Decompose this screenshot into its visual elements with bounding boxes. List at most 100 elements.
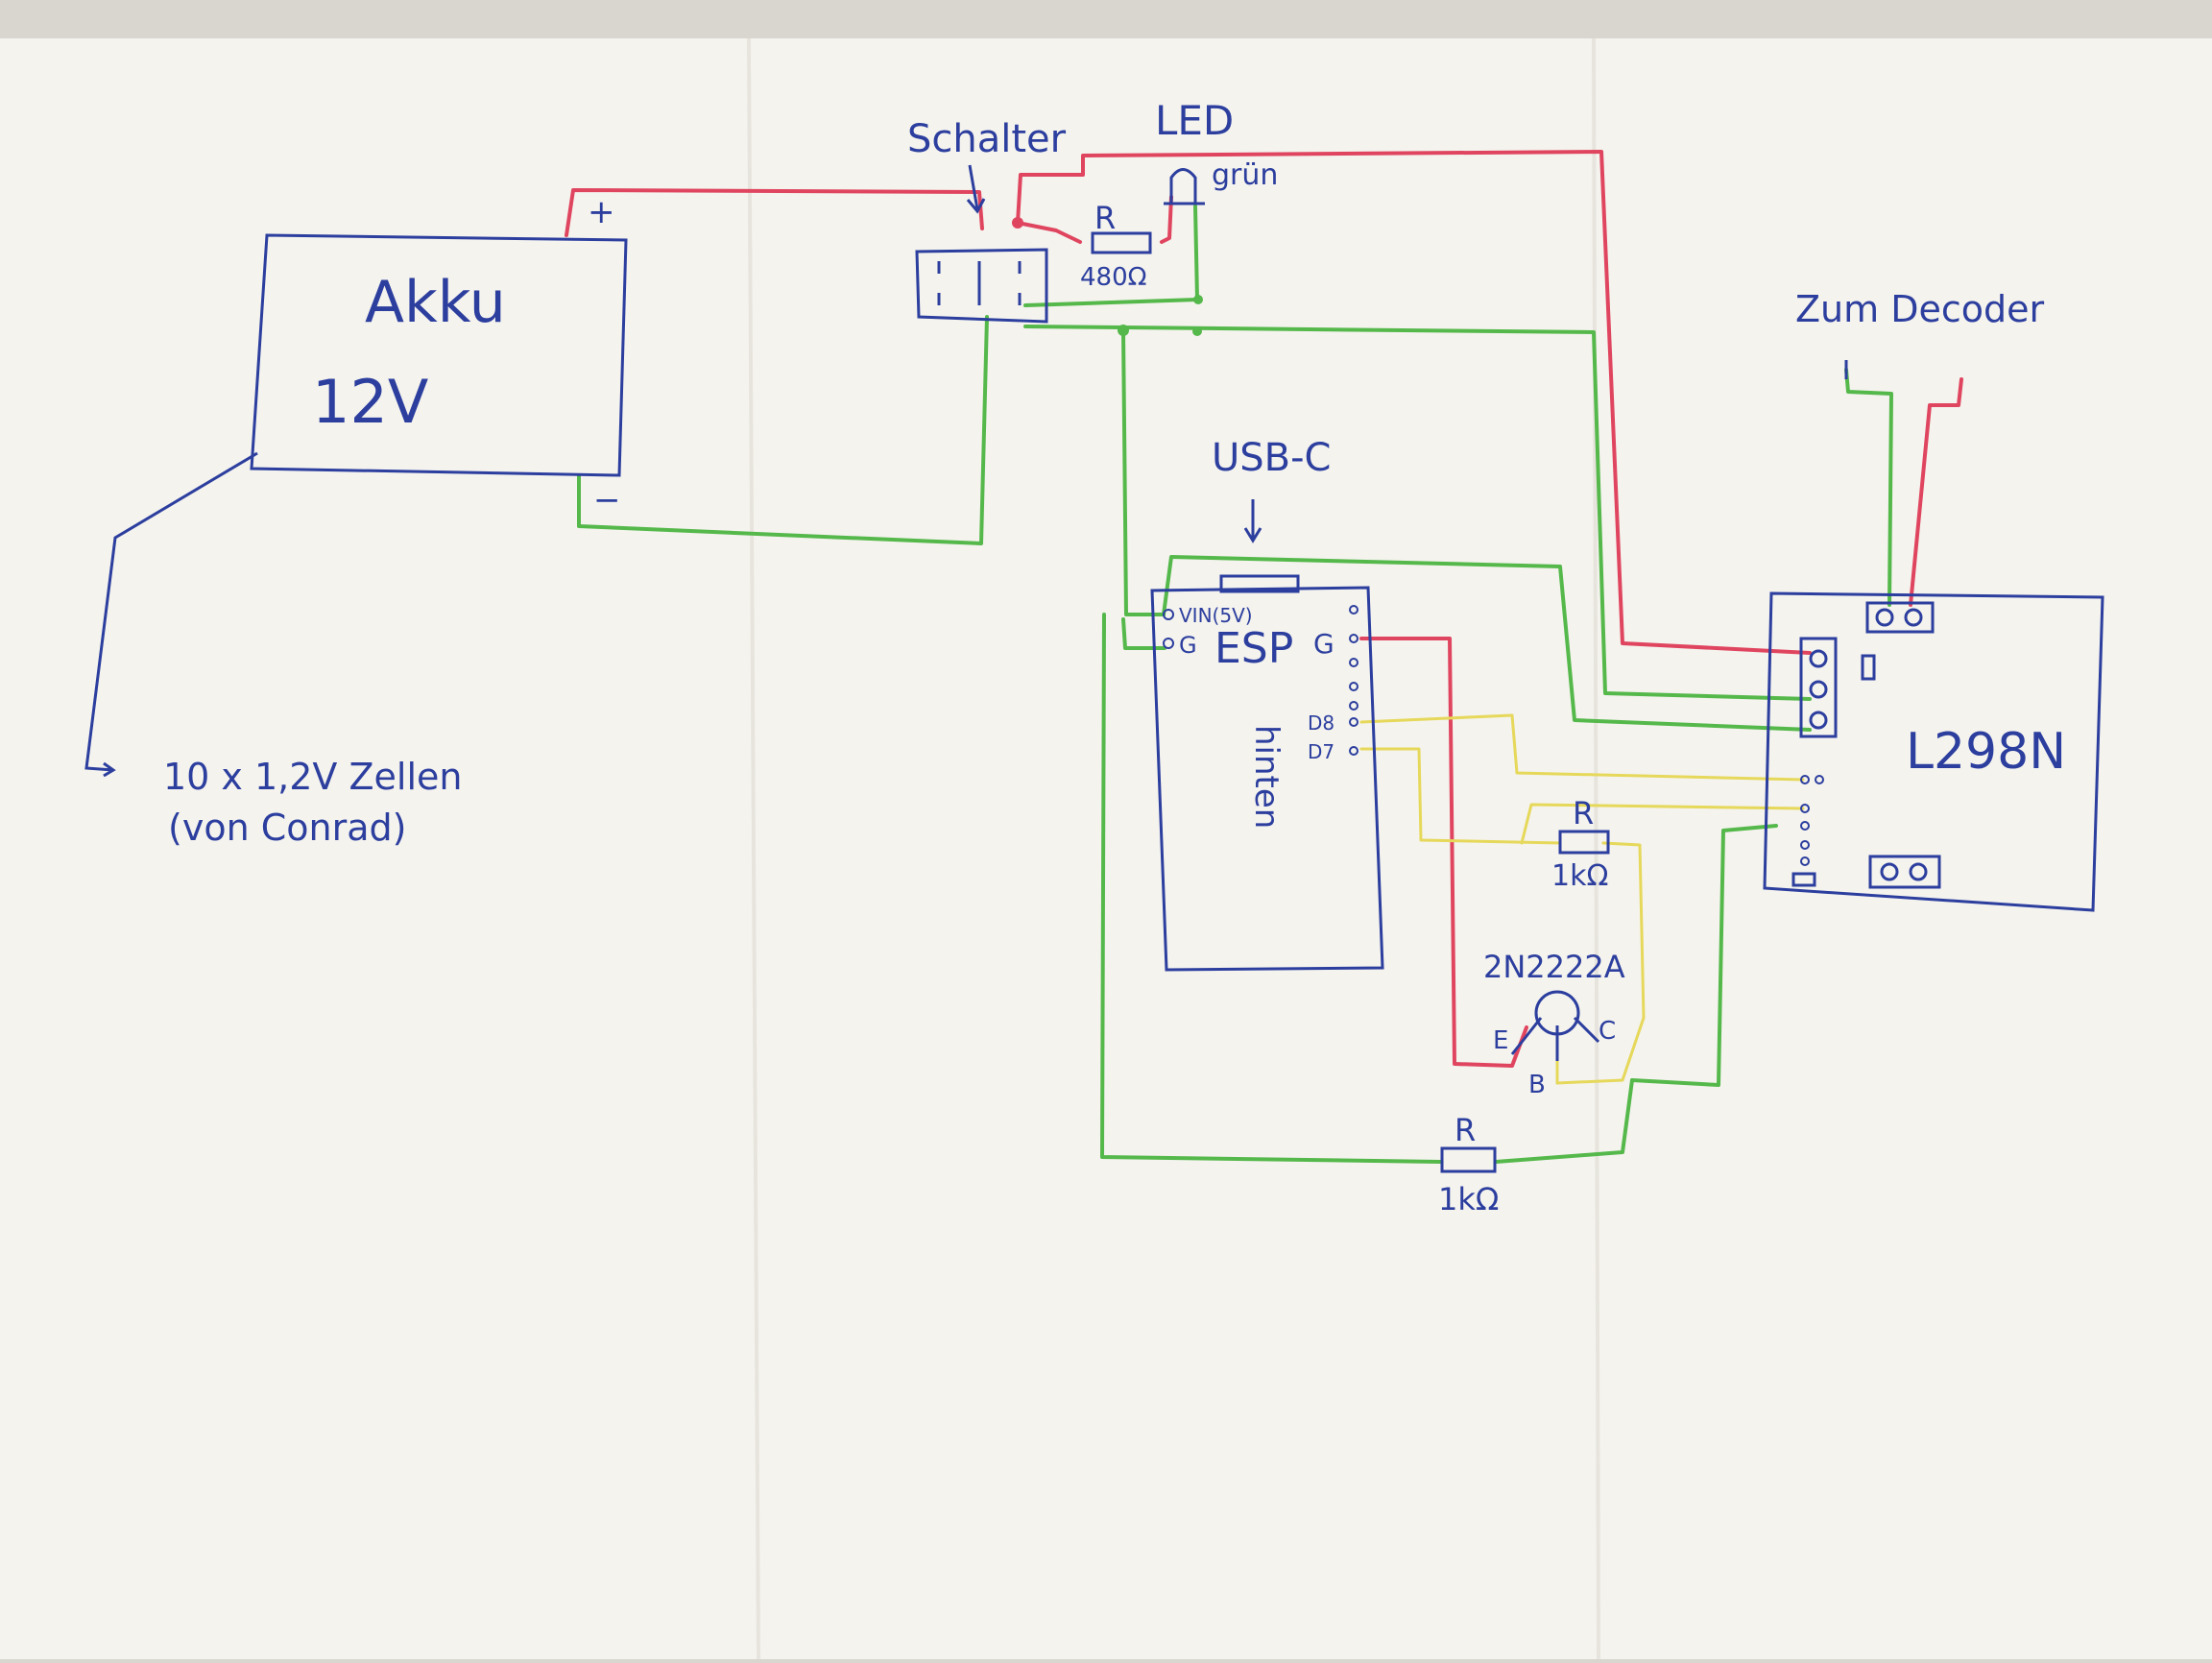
l298n-header-pins bbox=[1800, 775, 1824, 866]
l298n-name: L298N bbox=[1906, 723, 2066, 781]
esp-pin-g-left bbox=[1163, 638, 1174, 649]
transistor bbox=[1510, 990, 1600, 1061]
l298n-jumper bbox=[1861, 654, 1876, 681]
switch-terminals bbox=[937, 261, 1022, 305]
l298n-input-terminal bbox=[1865, 601, 1935, 634]
led-body bbox=[1164, 168, 1205, 205]
ground-to-esp-left-wire bbox=[1121, 328, 1166, 616]
transistor-pin-b: B bbox=[1528, 1071, 1546, 1099]
esp-pin-d8-label: D8 bbox=[1308, 711, 1334, 735]
l298n-pin bbox=[1800, 840, 1810, 850]
r1k-bottom-body bbox=[1440, 1146, 1497, 1173]
r480-label: R bbox=[1094, 200, 1116, 236]
r1k-bottom-label: R bbox=[1455, 1112, 1476, 1148]
switch-box bbox=[915, 248, 1048, 324]
esp-pin-right bbox=[1349, 701, 1358, 711]
esp-pin-d8 bbox=[1349, 717, 1358, 727]
switch-pointer-arrow bbox=[966, 164, 986, 214]
l298n-power-screw bbox=[1809, 711, 1828, 730]
transistor-model: 2N2222A bbox=[1483, 949, 1625, 985]
esp-pin-vin-label: VIN(5V) bbox=[1179, 604, 1253, 627]
esp-pins bbox=[1163, 605, 1358, 756]
l298n-pin bbox=[1815, 775, 1824, 784]
esp-pin-g-right-label: G bbox=[1313, 628, 1334, 660]
battery bbox=[84, 233, 628, 778]
transistor-leads bbox=[1510, 1016, 1600, 1061]
l298n-pin bbox=[1800, 821, 1810, 831]
paper-fold bbox=[1592, 37, 1600, 1660]
r1k-bottom-value: 1kΩ bbox=[1438, 1181, 1499, 1217]
battery-plus-to-switch-wire bbox=[565, 188, 984, 237]
switch-junction-dot bbox=[1012, 217, 1023, 229]
ground-to-esp-g-wire bbox=[1121, 617, 1166, 650]
transistor-pin-c: C bbox=[1599, 1017, 1616, 1046]
l298n-input-screw bbox=[1904, 608, 1923, 627]
l298n-output-screw bbox=[1909, 862, 1928, 881]
l298n-board bbox=[1763, 591, 2104, 912]
decoder-label: Zum Decoder bbox=[1795, 288, 2044, 330]
esp-usb-port bbox=[1219, 574, 1300, 593]
bottom-resistor-to-collector-wire bbox=[1494, 1078, 1634, 1164]
esp-pin-right bbox=[1349, 682, 1358, 691]
r1k-mid-label: R bbox=[1573, 795, 1594, 832]
d8-to-driver-wire bbox=[1359, 713, 1805, 782]
battery-minus-label: − bbox=[593, 481, 621, 519]
l298n-pin bbox=[1800, 775, 1810, 784]
l298n-outline bbox=[1763, 591, 2104, 912]
esp-side-note: hinten bbox=[1247, 725, 1286, 829]
r1k-mid-body bbox=[1558, 830, 1610, 855]
l298n-input-screw bbox=[1875, 608, 1894, 627]
switch-to-r480-wire bbox=[1016, 221, 1082, 244]
junction-dot bbox=[1118, 325, 1129, 336]
l298n-power-screw bbox=[1809, 680, 1828, 699]
l298n-power-screw bbox=[1809, 649, 1828, 668]
r480-value: 480Ω bbox=[1080, 263, 1147, 292]
esp-pin-g-left-label: G bbox=[1179, 632, 1197, 659]
l298n-power-terminal bbox=[1799, 637, 1838, 738]
switch-ground-bus-wire bbox=[1023, 325, 1812, 701]
battery-note-arrow bbox=[84, 451, 258, 778]
esp-pin-d7 bbox=[1349, 746, 1358, 756]
positive-wires bbox=[565, 150, 1963, 1068]
led bbox=[1164, 168, 1205, 205]
decoder-green-wire bbox=[1844, 368, 1893, 607]
d7-to-resistor-wire bbox=[1359, 747, 1562, 845]
battery-title: Akku bbox=[365, 269, 506, 336]
junction-dot bbox=[1192, 326, 1202, 336]
transistor-pin-e: E bbox=[1493, 1026, 1508, 1055]
l298n-pin bbox=[1800, 856, 1810, 866]
switch-to-led-resistor-wire bbox=[1016, 150, 1812, 655]
mid-resistor-to-base-wire bbox=[1555, 841, 1646, 1085]
esp-top-to-driver-wire bbox=[1162, 555, 1812, 732]
signal-wires bbox=[1359, 713, 1805, 1085]
esp-outline bbox=[1150, 586, 1384, 972]
battery-minus-to-switch-wire bbox=[577, 315, 989, 545]
r1k-mid-value: 1kΩ bbox=[1551, 859, 1608, 893]
mid-resistor-to-driver-wire bbox=[1520, 803, 1805, 845]
usb-label: USB-C bbox=[1212, 436, 1331, 480]
battery-voltage: 12V bbox=[312, 367, 428, 437]
decoder-red-wire bbox=[1909, 377, 1963, 607]
battery-note-line1: 10 x 1,2V Zellen bbox=[163, 756, 463, 798]
esp-g-to-emitter-wire bbox=[1359, 637, 1528, 1068]
esp-pin-right bbox=[1349, 605, 1358, 615]
usb-arrow bbox=[1243, 499, 1262, 543]
battery-note-line2: (von Conrad) bbox=[168, 807, 406, 849]
r480-to-led-wire bbox=[1160, 195, 1173, 244]
esp-name: ESP bbox=[1214, 624, 1293, 673]
l298n-output-screw bbox=[1880, 862, 1899, 881]
junction-dot bbox=[1193, 295, 1203, 304]
battery-plus-label: + bbox=[588, 193, 615, 231]
paper-sheet bbox=[0, 38, 2212, 1659]
battery-box bbox=[250, 233, 628, 477]
paper-fold bbox=[747, 37, 760, 1660]
esp-pin-d7-label: D7 bbox=[1308, 740, 1334, 763]
l298n-small-jumper bbox=[1791, 872, 1816, 887]
led-label: LED bbox=[1155, 97, 1234, 144]
esp-board bbox=[1150, 499, 1384, 972]
esp-pin-right bbox=[1349, 658, 1358, 667]
bottom-loop-wire bbox=[1100, 613, 1442, 1164]
r480-body bbox=[1091, 231, 1152, 254]
